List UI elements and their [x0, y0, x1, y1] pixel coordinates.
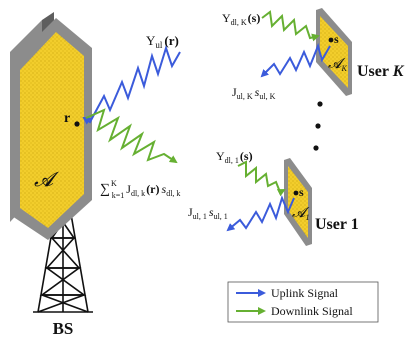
legend-downlink-label: Downlink Signal — [271, 304, 353, 318]
bs-point-label: r — [64, 111, 70, 126]
bs-label: BS — [53, 319, 74, 338]
legend: Uplink Signal Downlink Signal — [227, 281, 379, 323]
user-k-aperture: 𝓐K — [328, 57, 348, 73]
bs-uplink-label: Υul(r) — [146, 33, 179, 50]
bs-point-r — [74, 121, 80, 127]
user-k-point-label: s — [334, 32, 339, 46]
user-k-label: User K — [357, 63, 405, 80]
user-k-downlink-wave — [261, 10, 320, 42]
user-1-downlink-label: Υdl, 1(s) — [216, 149, 253, 165]
user-1-panel — [284, 158, 312, 246]
ellipsis-dots — [313, 101, 323, 151]
user-1-label: User 1 — [315, 216, 359, 233]
user-1-downlink-wave — [237, 160, 286, 197]
user-k-point-s — [328, 37, 334, 43]
user-1-point-label: s — [299, 185, 304, 199]
user-1-point-s — [293, 190, 299, 196]
user-1-uplink-wave — [226, 195, 295, 232]
user-1-aperture: 𝓐1 — [292, 206, 310, 222]
bs-uplink-wave — [82, 44, 181, 125]
user-k-downlink-label: Υdl, K(s) — [222, 11, 260, 27]
bs-downlink-wave — [85, 108, 178, 164]
legend-box — [227, 281, 379, 323]
legend-uplink-label: Uplink Signal — [271, 286, 339, 300]
user-k-uplink-wave — [260, 42, 331, 78]
user-k-panel — [316, 8, 352, 96]
bs-panel-front — [12, 18, 92, 240]
